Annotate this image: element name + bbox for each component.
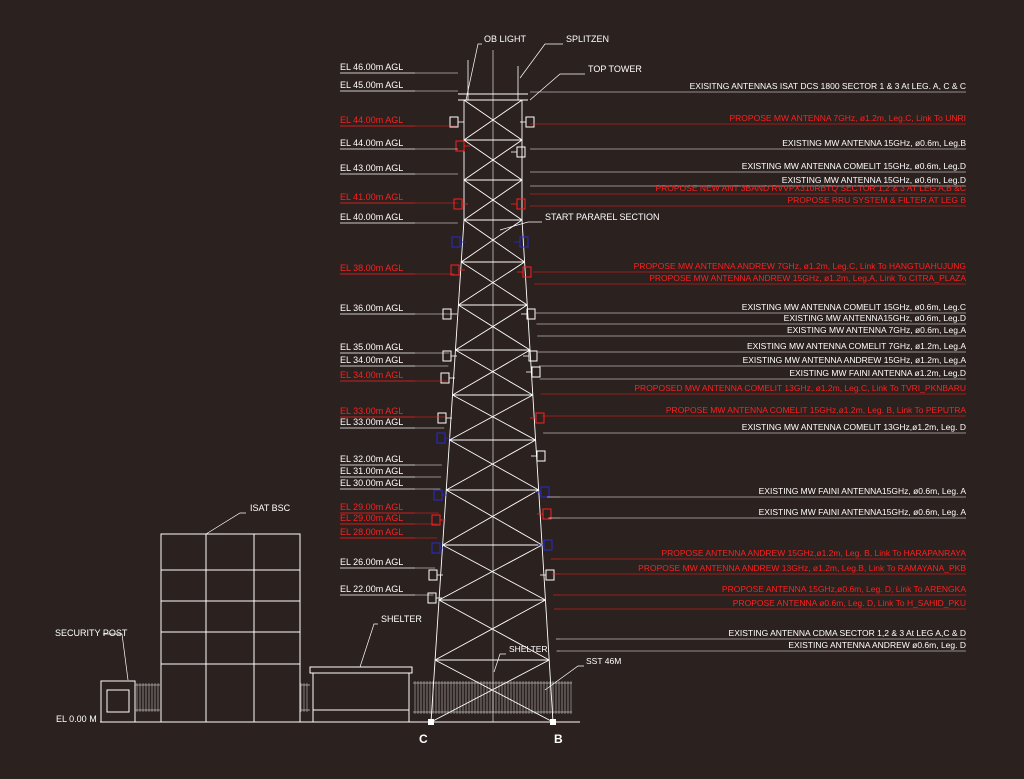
leg-c-foot — [428, 719, 434, 725]
tower-brace — [455, 304, 528, 351]
elevation-label: EL 30.00m AGL — [340, 478, 403, 488]
elevation-label: EL 44.00m AGL — [340, 138, 403, 148]
isat-bsc-label: ISAT BSC — [250, 503, 291, 513]
tower-brace — [455, 349, 534, 396]
antenna-annotation: PROPOSED MW ANTENNA COMELIT 13GHz, ø1.2m… — [634, 383, 966, 393]
fence-posts — [136, 681, 572, 714]
tower-brace — [460, 219, 523, 263]
tower-brace — [460, 261, 528, 306]
ob-light-label: OB LIGHT — [484, 34, 527, 44]
leg-c-label: C — [419, 732, 428, 746]
fence — [135, 682, 572, 713]
antenna-annotation: EXISTING MW ANTENNA COMELIT 15GHz, ø0.6m… — [742, 161, 966, 171]
tower-brace — [446, 439, 536, 491]
antenna-annotation: PROPOSE MW ANTENNA ANDREW 15GHz, ø1.2m, … — [649, 273, 966, 283]
sst-label: SST 46M — [586, 656, 621, 666]
tower-brace — [438, 599, 550, 661]
antenna-annotation: EXISTING MW ANTENNA COMELIT 7GHz, ø1.2m,… — [747, 341, 966, 351]
splitzen-label: SPLITZEN — [566, 34, 609, 44]
tower-brace — [430, 659, 550, 723]
tower-brace — [463, 139, 523, 181]
shelter-building — [309, 666, 413, 723]
tower-brace — [442, 489, 539, 546]
antenna-annotation: PROPOSE ANTENNA ANDREW 15GHz,ø1.2m, Leg.… — [661, 548, 966, 558]
elevation-label: EL 34.00m AGL — [340, 355, 403, 365]
tower-brace — [434, 599, 546, 661]
antenna-annotation: EXISTING MW ANTENNA 7GHz, ø0.6m, Leg.A — [787, 325, 966, 335]
elevation-label: EL 22.00m AGL — [340, 584, 403, 594]
elevation-label: EL 33.00m AGL — [340, 417, 403, 427]
elevation-labels: EL 46.00m AGL EL 45.00m AGL EL 44.00m AGL E… — [340, 62, 403, 594]
antenna-annotation: PROPOSE MW ANTENNA COMELIT 15GHz,ø1.2m, … — [666, 405, 966, 415]
antenna-annotation: PROPOSE MW ANTENNA 7GHz, ø1.2m, Leg.C, L… — [730, 113, 967, 123]
top-tower-label: TOP TOWER — [588, 64, 642, 74]
elevation-label: EL 28.00m AGL — [340, 527, 403, 537]
tower-brace — [446, 489, 543, 546]
antenna-annotation: PROPOSE MW ANTENNA ANDREW 13GHz, ø1.2m, … — [638, 563, 966, 573]
antenna-annotation: EXISTING MW ANTENNA15GHz, ø0.6m, Leg.D — [784, 313, 966, 323]
elevation-label: EL 31.00m AGL — [340, 466, 403, 476]
tower-brace — [452, 394, 536, 441]
leg-b-foot — [550, 719, 556, 725]
tower-brace — [463, 179, 523, 221]
elevation-label: EL 46.00m AGL — [340, 62, 403, 72]
elevation-label: EL 29.00m AGL — [340, 513, 403, 523]
tower-brace — [434, 659, 554, 723]
antenna-annotation: PROPOSE NEW ANT 3BAND RVVPX310RBTQ SECTO… — [655, 183, 966, 193]
antenna-annotation: PROPOSE RRU SYSTEM & FILTER AT LEG B — [787, 195, 966, 205]
elevation-label: EL 26.00m AGL — [340, 557, 403, 567]
security-post-label: SECURITY POST — [55, 628, 128, 638]
tower-brace — [442, 544, 546, 601]
leader-lines — [340, 72, 966, 652]
elevation-label: EL 40.00m AGL — [340, 212, 403, 222]
antenna-annotation: EXISTING MW FAINI ANTENNA15GHz, ø0.6m, L… — [759, 507, 967, 517]
antenna-annotation: EXISTING MW ANTENNA COMELIT 15GHz, ø0.6m… — [742, 302, 966, 312]
security-post — [100, 680, 136, 723]
leg-b-label: B — [554, 732, 563, 746]
tower-shelter-label: SHELTER — [509, 644, 548, 654]
elevation-label: EL 33.00m AGL — [340, 406, 403, 416]
elevation-label: EL 45.00m AGL — [340, 80, 403, 90]
elevation-label: EL 38.00m AGL — [340, 263, 403, 273]
elevation-label: EL 32.00m AGL — [340, 454, 403, 464]
elevation-label: EL 35.00m AGL — [340, 342, 403, 352]
tower-brace — [449, 394, 534, 441]
elevation-label: EL 29.00m AGL — [340, 502, 403, 512]
antenna-annotation: EXISTING ANTENNA CDMA SECTOR 1,2 & 3 At … — [729, 628, 966, 638]
elevation-label: EL 43.00m AGL — [340, 163, 403, 173]
start-paralel-label: START PARAREL SECTION — [545, 212, 660, 222]
antenna-annotations: EXISITNG ANTENNAS ISAT DCS 1800 SECTOR 1… — [634, 81, 967, 650]
tower-brace — [452, 349, 531, 396]
tower-brace — [458, 261, 525, 306]
ground-elevation-label: EL 0.00 M — [56, 714, 97, 724]
tower-brace — [438, 544, 543, 601]
antenna-annotation: EXISTING MW ANTENNA 15GHz, ø0.6m, Leg.D — [782, 175, 966, 185]
antenna-symbols — [427, 116, 555, 604]
antenna-annotation: EXISTING MW FAINI ANTENNA ø1.2m, Leg.D — [789, 368, 966, 378]
antenna-annotation: PROPOSE ANTENNA 15GHz,ø0.6m, Leg. D, Lin… — [722, 584, 966, 594]
antenna-annotation: PROPOSE MW ANTENNA ANDREW 7GHz, ø1.2m, L… — [634, 261, 966, 271]
antenna-annotation: EXISTING MW FAINI ANTENNA15GHz, ø0.6m, L… — [759, 486, 967, 496]
sst-46m-tower — [430, 50, 554, 723]
elevation-label: EL 36.00m AGL — [340, 303, 403, 313]
tower-brace — [463, 219, 525, 263]
tower-brace — [449, 439, 539, 491]
tower-brace — [458, 304, 531, 351]
tower-brace — [463, 99, 523, 141]
antenna-annotation: EXISTING MW ANTENNA COMELIT 13GHz,ø1.2m,… — [742, 422, 966, 432]
antenna-annotation: EXISTING MW ANTENNA ANDREW 15GHz, ø1.2m,… — [743, 355, 967, 365]
elevation-label: EL 44.00m AGL — [340, 115, 403, 125]
shelter-label: SHELTER — [381, 614, 422, 624]
isat-bsc-building — [160, 533, 301, 723]
antenna-annotation: EXISITNG ANTENNAS ISAT DCS 1800 SECTOR 1… — [690, 81, 966, 91]
elevation-label: EL 34.00m AGL — [340, 370, 403, 380]
antenna-annotation: EXISTING ANTENNA ANDREW ø0.6m, Leg. D — [788, 640, 966, 650]
antenna-annotation: PROPOSE ANTENNA ø0.6m, Leg. D, Link To H… — [733, 598, 966, 608]
top-leaders — [103, 43, 585, 691]
antenna-annotation: EXISTING MW ANTENNA 15GHz, ø0.6m, Leg.B — [782, 138, 966, 148]
elevation-label: EL 41.00m AGL — [340, 192, 403, 202]
